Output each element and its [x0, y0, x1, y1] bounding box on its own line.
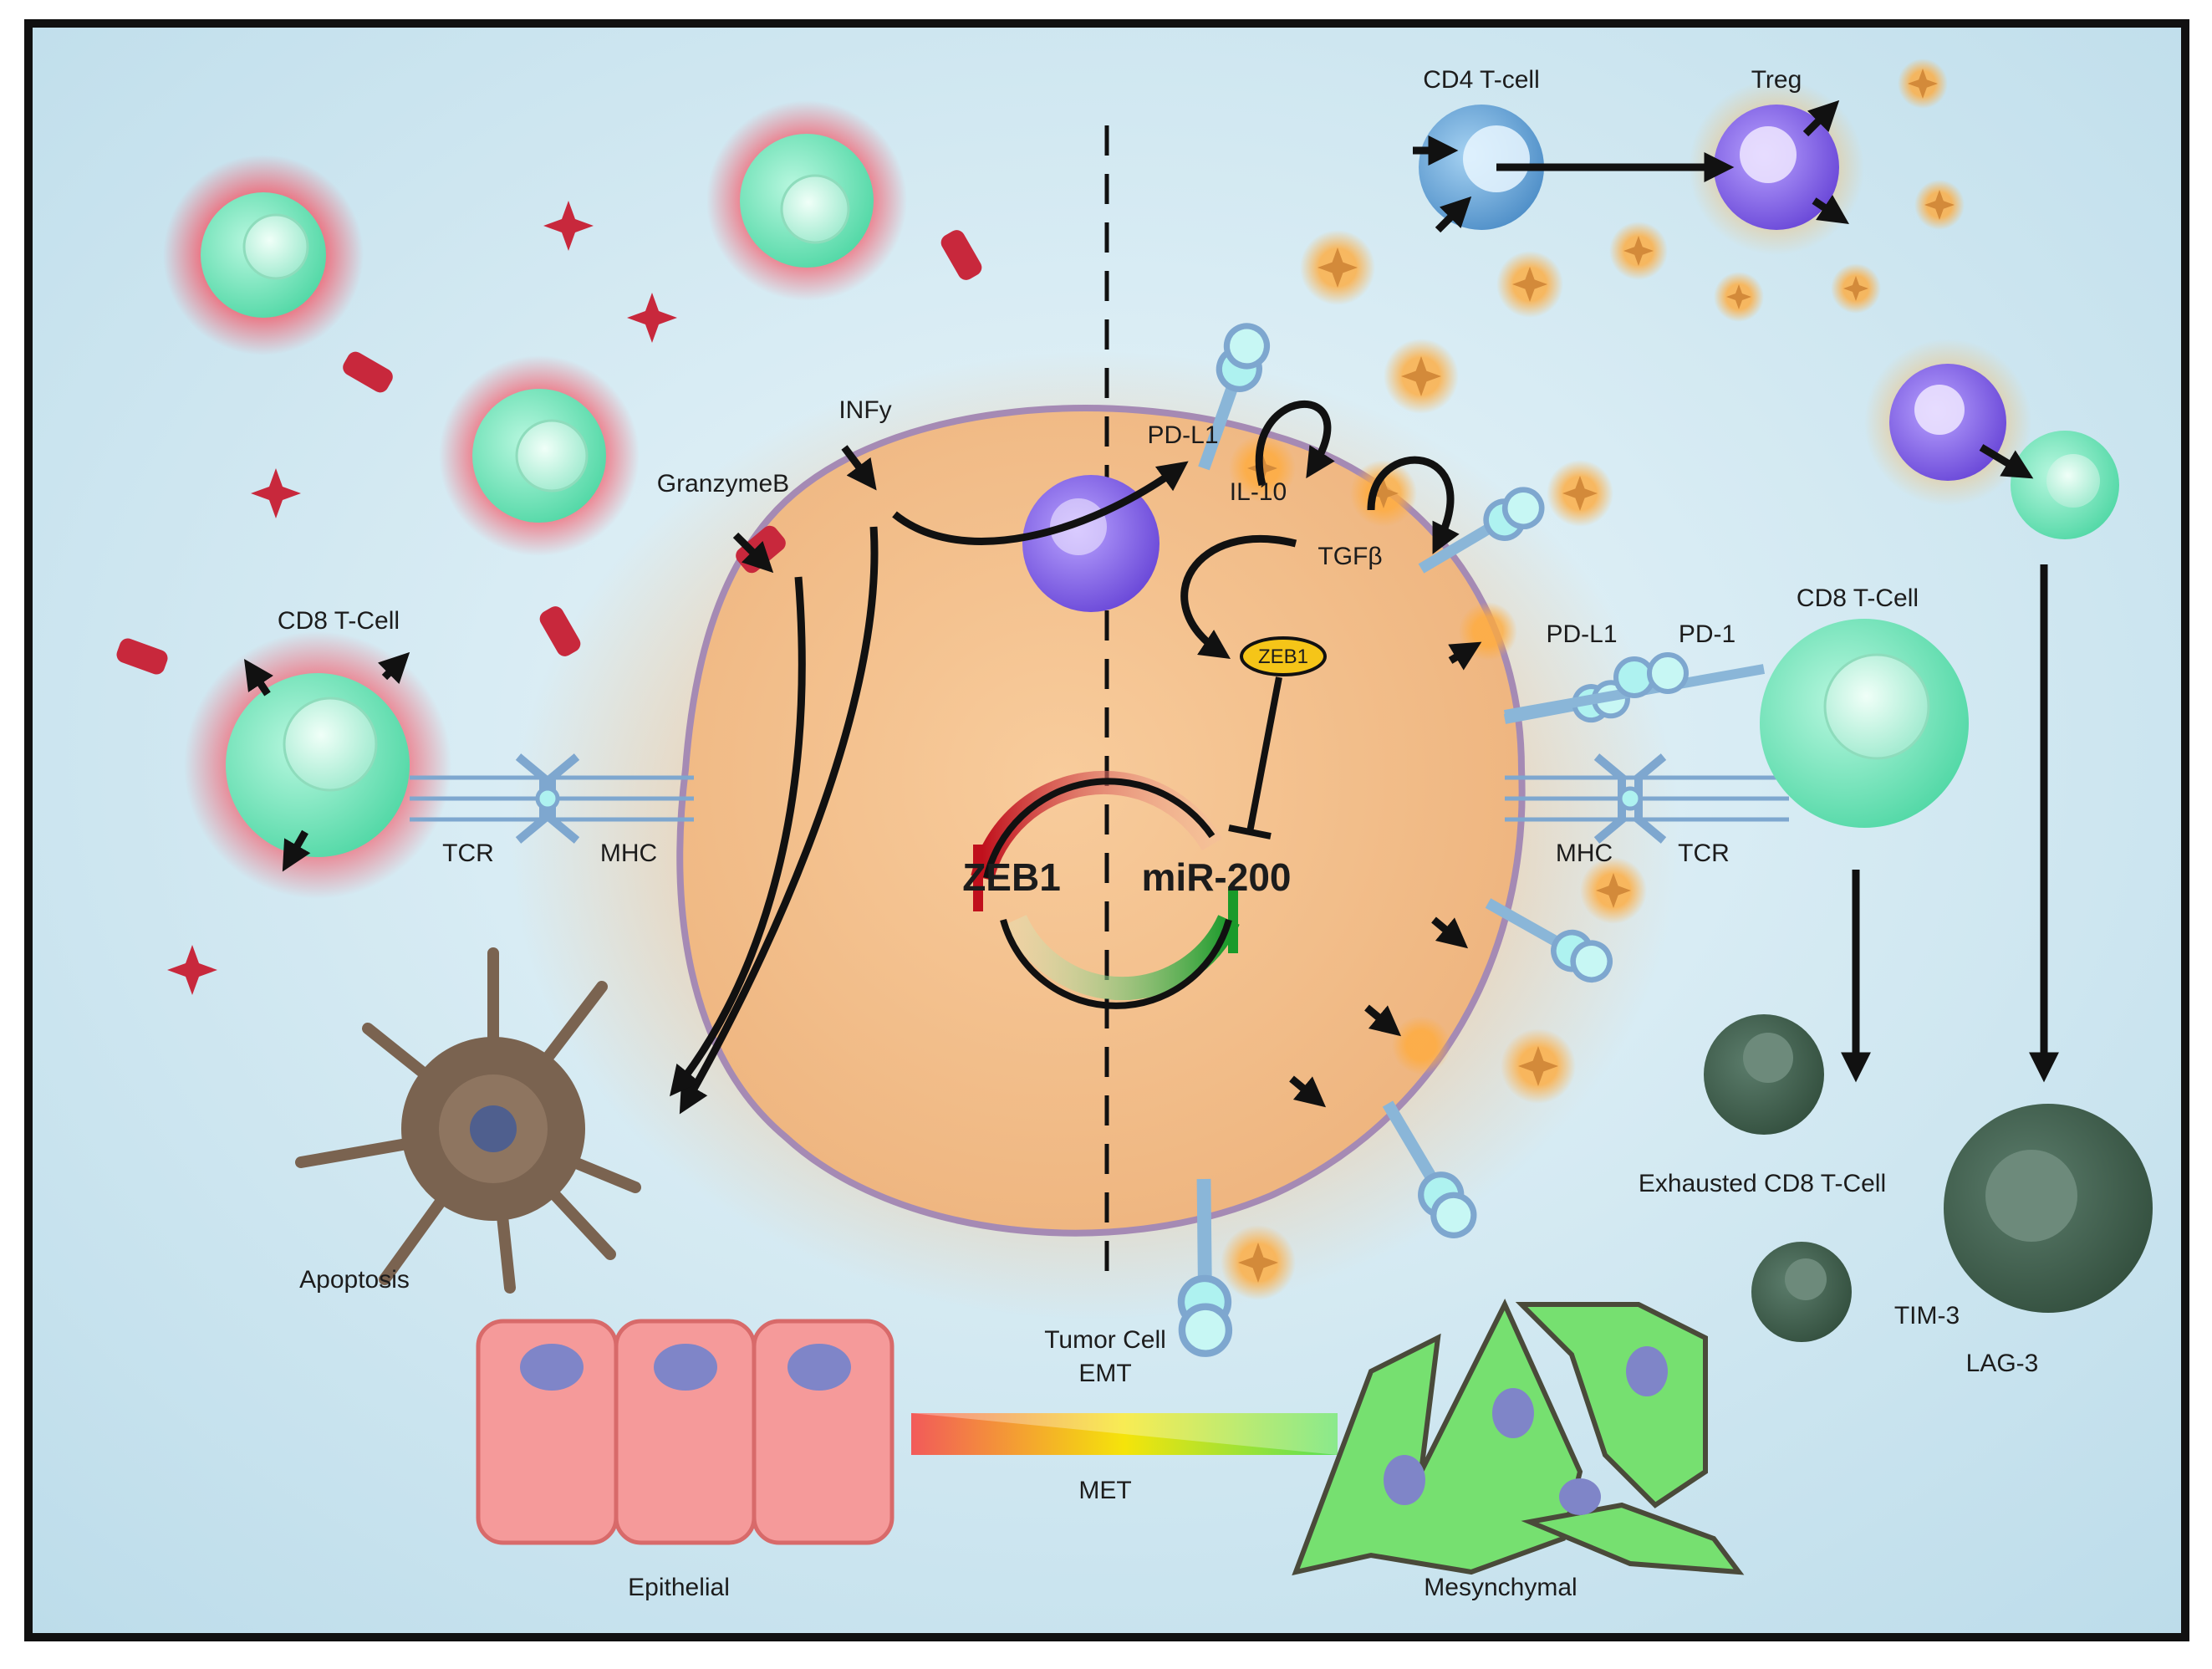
- epithelial-cells: [476, 1319, 894, 1545]
- exhausted-tcells: [1704, 1014, 2153, 1342]
- label-granzymeb: GranzymeB: [657, 470, 789, 498]
- label-mir200: miR-200: [1142, 855, 1292, 899]
- label-tumor-cell: Tumor Cell: [1044, 1326, 1166, 1354]
- mesenchymal-cells: [1292, 1299, 1745, 1576]
- label-tcr-left: TCR: [442, 840, 494, 867]
- label-tim3: TIM-3: [1894, 1302, 1960, 1330]
- label-tgfb: TGFβ: [1318, 543, 1382, 570]
- apoptotic-cell: [295, 947, 641, 1294]
- label-lag3: LAG-3: [1966, 1350, 2039, 1377]
- zeb1-oval: [1240, 636, 1327, 676]
- label-cd4-tcell: CD4 T-cell: [1423, 66, 1539, 94]
- arrows: [244, 100, 2059, 1115]
- label-exhausted-cd8: Exhausted CD8 T-Cell: [1639, 1170, 1886, 1197]
- label-zeb1-small: ZEB1: [1258, 646, 1308, 668]
- label-emt: EMT: [1078, 1360, 1131, 1387]
- label-treg: Treg: [1751, 66, 1802, 94]
- label-epithelial: Epithelial: [628, 1574, 730, 1601]
- cd8-tcell-right: [1760, 619, 1969, 828]
- purple-immune-cell: [1022, 475, 1160, 612]
- label-cd8-tcell-right: CD8 T-Cell: [1797, 584, 1919, 612]
- label-zeb1-big: ZEB1: [962, 855, 1061, 899]
- inhibition-line: [1228, 676, 1282, 840]
- label-met: MET: [1078, 1477, 1131, 1504]
- label-infy: INFy: [838, 396, 891, 424]
- label-pd-1: PD-1: [1679, 620, 1735, 648]
- label-mesynchymal: Mesynchymal: [1424, 1574, 1577, 1601]
- small-tcell-right: [2011, 431, 2119, 539]
- zeb1-mir200-loop: [971, 770, 1240, 1009]
- label-pd-l1-right: PD-L1: [1546, 620, 1617, 648]
- tumor-cell: [676, 405, 1526, 1237]
- met-gradient-bar: [911, 1413, 1338, 1455]
- pd1-pdl1-bridge: [1503, 652, 1766, 720]
- label-tcr-right: TCR: [1678, 840, 1730, 867]
- label-apoptosis: Apoptosis: [299, 1266, 410, 1294]
- tcr-mhc-bridge-right: [1505, 753, 1789, 844]
- tcr-mhc-bridge-left: [410, 753, 694, 844]
- cytotoxic-tcells-left: [163, 100, 907, 899]
- treg-cell-lower: [1864, 339, 2031, 506]
- label-cd8-tcell-left: CD8 T-Cell: [278, 607, 400, 635]
- label-mhc-left: MHC: [600, 840, 657, 867]
- label-mhc-right: MHC: [1556, 840, 1613, 867]
- label-il10: IL-10: [1230, 478, 1287, 506]
- label-pd-l1-top: PD-L1: [1147, 421, 1218, 449]
- orange-cytokines: [1221, 59, 1965, 1300]
